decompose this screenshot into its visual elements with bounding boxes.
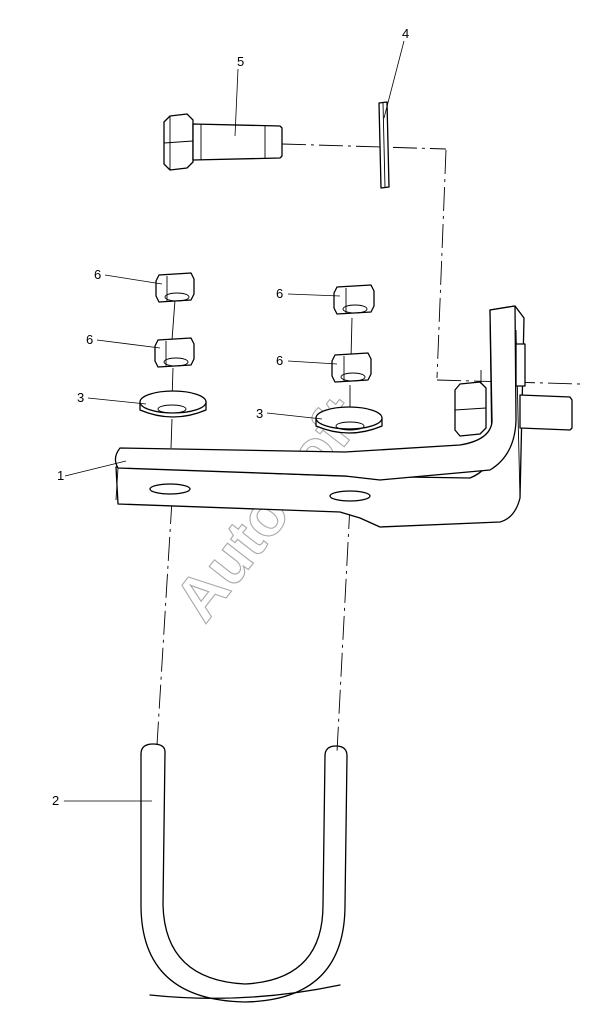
callout-2: 2: [52, 793, 59, 808]
callout-1: 1: [57, 468, 64, 483]
nut-part-6-c: [333, 284, 375, 315]
callout-6-b: 6: [86, 332, 93, 347]
callout-6-c: 6: [276, 286, 283, 301]
washer-part-3-b: [315, 406, 383, 434]
washer-part-3-a: [139, 390, 207, 418]
callouts: 5 4 6 6 6 6 3 3 1 2: [52, 26, 409, 808]
nut-part-6-d: [331, 352, 372, 383]
washer-part-4: [378, 101, 390, 189]
leader-lines: [64, 40, 405, 802]
callout-3-b: 3: [256, 406, 263, 421]
u-bolt-part-2: [140, 743, 348, 1003]
bolt-part-5: [163, 113, 283, 171]
callout-5: 5: [237, 54, 244, 69]
nut-part-6-b: [154, 337, 195, 368]
callout-3-a: 3: [77, 390, 84, 405]
callout-6-a: 6: [94, 267, 101, 282]
nut-part-6-a: [155, 272, 195, 303]
center-lines: [156, 143, 581, 753]
callout-6-d: 6: [276, 353, 283, 368]
callout-4: 4: [402, 26, 409, 41]
bracket-part-1: [114, 305, 573, 528]
